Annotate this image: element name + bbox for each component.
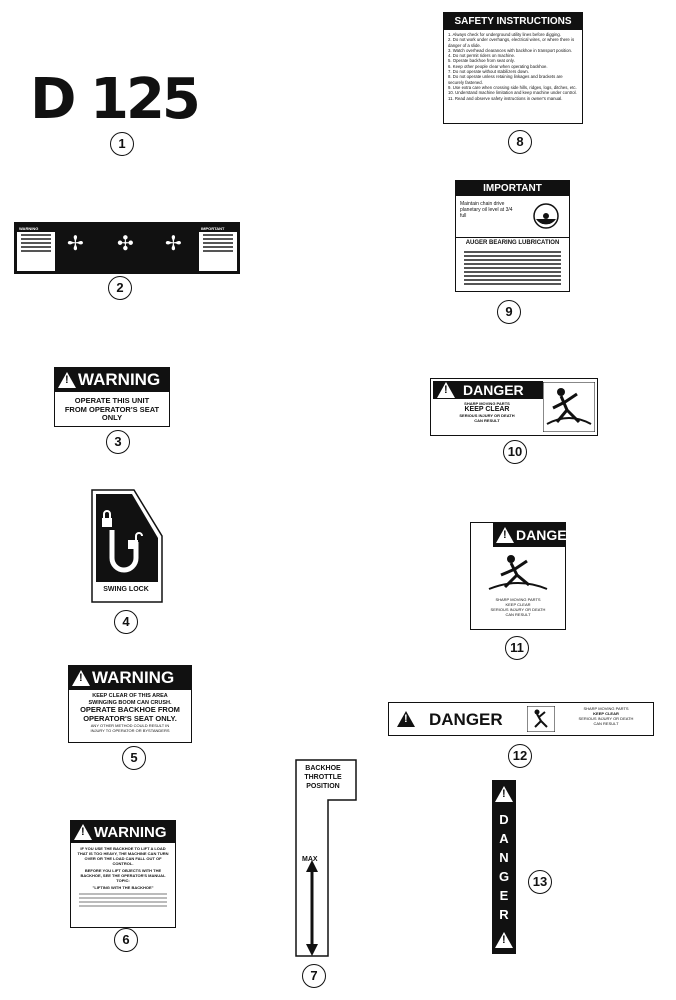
lift-para-2: BEFORE YOU LIFT OBJECTS WITH THE BACKHOE… <box>80 868 166 883</box>
callout-12: 12 <box>508 744 532 768</box>
control-pattern-2: ✣ <box>117 233 134 255</box>
maintain-text: Maintain chain drive planetary oil level… <box>460 201 513 219</box>
danger-letter: G <box>498 869 510 884</box>
danger-line-1: SHARP MOVING PARTS <box>464 401 510 406</box>
callout-3: 3 <box>106 430 130 454</box>
danger-line-2: KEEP CLEAR <box>505 602 531 607</box>
safety-item: 10. Understand machine limitation and ke… <box>448 90 577 96</box>
boom-line-2: SWINGING BOOM CAN CRUSH. <box>88 699 172 706</box>
lift-para-3: "LIFTING WITH THE BACKHOE" <box>92 885 154 890</box>
boom-line-6: INJURY TO OPERATOR OR BYSTANDERS <box>90 728 170 733</box>
warning-line-2: FROM OPERATOR'S SEAT <box>64 404 160 414</box>
safety-item: 8. Do not operate unless retaining linka… <box>448 74 563 85</box>
entanglement-figure-icon <box>543 382 595 432</box>
safety-item: 6. Keep other people clear when operatin… <box>448 63 548 69</box>
danger-line-1: SHARP MOVING PARTS <box>583 706 629 711</box>
safety-item: 4. Do not permit riders on machine. <box>448 53 516 59</box>
warning-triangle-icon <box>74 824 92 840</box>
warning-header: WARNING <box>78 370 161 389</box>
important-header: IMPORTANT <box>199 225 237 232</box>
throttle-decal <box>295 759 357 957</box>
callout-10: 10 <box>503 440 527 464</box>
danger-line-3: SERIOUS INJURY OR DEATH <box>490 607 546 612</box>
callout-5: 5 <box>122 746 146 770</box>
important-header: IMPORTANT <box>456 181 569 196</box>
throttle-line-2: THROTTLE <box>304 774 342 781</box>
danger-letter: D <box>499 812 509 827</box>
warning-line-1: OPERATE THIS UNIT <box>74 396 150 405</box>
callout-4: 4 <box>114 610 138 634</box>
swing-lock-label: SWING LOCK <box>103 586 149 593</box>
warning-triangle-icon <box>58 372 76 388</box>
danger-letter: A <box>499 831 509 846</box>
warning-boom-decal: WARNING KEEP CLEAR OF THIS AREA SWINGING… <box>68 665 192 743</box>
danger-line-3: SERIOUS INJURY OR DEATH <box>578 716 634 721</box>
danger-triangle-icon <box>496 527 514 543</box>
safety-item: 5. Operate backhoe from seat only. <box>448 58 515 64</box>
safety-item: 3. Watch overhead clearances with backho… <box>448 47 573 53</box>
danger-header: DANGER <box>516 527 577 543</box>
warning-header: WARNING <box>17 225 55 232</box>
throttle-max-label: MAX <box>302 856 318 863</box>
control-pattern-1: ✢ <box>67 233 84 255</box>
warning-lift-decal: WARNING IF YOU USE THE BACKHOE TO LIFT A… <box>70 820 176 928</box>
safety-item: 7. Do not operate without stabilizers do… <box>448 69 529 75</box>
danger-letter: N <box>499 850 509 865</box>
boom-line-5: ANY OTHER METHOD COULD RESULT IN <box>90 723 170 728</box>
callout-2: 2 <box>108 276 132 300</box>
danger-triangle-top-icon <box>495 786 513 802</box>
danger-10-decal: DANGER SHARP MOVING PARTS KEEP CLEAR SER… <box>430 378 598 436</box>
danger-line-2: KEEP CLEAR <box>593 711 619 716</box>
warning-triangle-icon <box>72 670 90 686</box>
danger-line-1: SHARP MOVING PARTS <box>495 597 541 602</box>
danger-line-3: SERIOUS INJURY OR DEATH <box>459 413 515 418</box>
swing-lock-decal <box>91 489 163 603</box>
throttle-line-3: POSITION <box>306 783 340 790</box>
danger-triangle-bottom-icon <box>495 932 513 948</box>
callout-1: 1 <box>110 132 134 156</box>
warning-header: WARNING <box>94 823 167 841</box>
safety-item: 2. Do not work under overhangs, electric… <box>448 37 575 48</box>
throttle-line-1: BACKHOE <box>305 765 341 772</box>
danger-line-4: CAN RESULT <box>593 721 619 726</box>
danger-triangle-icon <box>397 711 415 727</box>
callout-9: 9 <box>497 300 521 324</box>
danger-line-2: KEEP CLEAR <box>464 406 510 413</box>
entanglement-figure-small-icon <box>527 706 555 732</box>
callout-7: 7 <box>302 964 326 988</box>
callout-8: 8 <box>508 130 532 154</box>
danger-triangle-icon <box>437 382 455 398</box>
boom-line-4: OPERATOR'S SEAT ONLY. <box>83 713 177 723</box>
danger-line-4: CAN RESULT <box>474 418 500 423</box>
warning-line-3: ONLY <box>101 413 123 422</box>
important-auger-decal: IMPORTANT Maintain chain drive planetary… <box>455 180 570 292</box>
warning-header: WARNING <box>92 668 175 687</box>
danger-line-4: CAN RESULT <box>505 612 531 617</box>
safety-item: 9. Use extra care when crossing side hil… <box>448 84 577 90</box>
callout-11: 11 <box>505 636 529 660</box>
safety-item: 11. Read and observe safety instructions… <box>448 95 563 101</box>
danger-11-decal: DANGER SHARP MOVING PARTS KEEP CLEAR SER… <box>470 522 577 630</box>
boom-line-3: OPERATE BACKHOE FROM <box>80 705 180 714</box>
safety-header: SAFETY INSTRUCTIONS <box>444 13 582 30</box>
warning-seat-decal: WARNING OPERATE THIS UNIT FROM OPERATOR'… <box>54 367 170 427</box>
callout-6: 6 <box>114 928 138 952</box>
planetary-gauge-icon <box>533 203 559 229</box>
danger-12-decal: DANGER SHARP MOVING PARTS KEEP CLEAR SER… <box>388 702 654 736</box>
danger-header: DANGER <box>429 710 503 729</box>
danger-13-decal: DANGER <box>492 780 516 954</box>
auger-sub-header: AUGER BEARING LUBRICATION <box>465 240 560 246</box>
danger-letter: E <box>499 888 509 903</box>
lift-para-1: IF YOU USE THE BACKHOE TO LIFT A LOAD TH… <box>77 846 169 866</box>
safety-instructions-decal: SAFETY INSTRUCTIONS 1. Always check for … <box>443 12 583 124</box>
control-pattern-3: ✢ <box>165 233 182 255</box>
callout-13: 13 <box>528 870 552 894</box>
operating-controls-decal: WARNING ✢ ✣ ✢ IMPORTANT <box>14 222 240 274</box>
boom-line-1: KEEP CLEAR OF THIS AREA <box>92 693 168 699</box>
d125-decal: D 125 <box>30 67 201 132</box>
danger-header: DANGER <box>463 382 524 398</box>
safety-item: 1. Always check for underground utility … <box>448 32 561 37</box>
danger-letter: R <box>499 907 509 922</box>
entanglement-figure-icon <box>488 555 548 590</box>
